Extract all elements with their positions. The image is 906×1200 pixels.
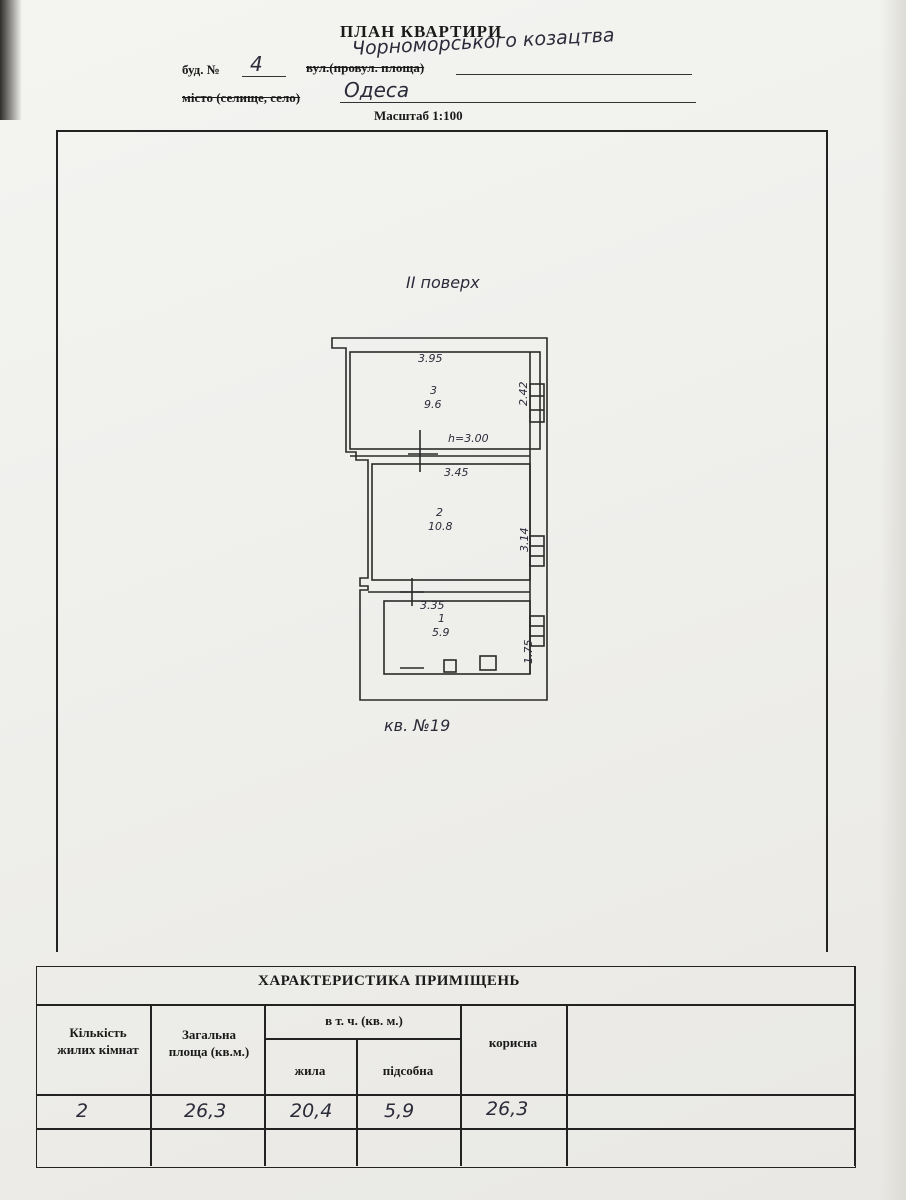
- col-living-header: жила: [294, 1063, 326, 1078]
- room2-width: 3.45: [444, 466, 469, 479]
- apartment-label: кв. №19: [384, 716, 451, 735]
- room1-width: 3.35: [420, 599, 445, 612]
- room3-area: 9.6: [424, 398, 442, 411]
- col-useful-header: корисна: [488, 1035, 538, 1050]
- room3-height: h=3.00: [448, 432, 489, 445]
- floor-label: II поверх: [406, 273, 480, 292]
- col-rooms-header: Кількість жилих кімнат: [57, 1025, 139, 1057]
- paper-edge-shadow: [880, 0, 906, 1200]
- city-value: Одеса: [344, 78, 410, 102]
- cell-total: 26,3: [184, 1100, 227, 1122]
- room3-depth: 2.42: [517, 382, 530, 407]
- city-label: місто (селище, село): [182, 90, 301, 105]
- building-label: буд. №: [182, 62, 220, 77]
- room1-number: 1: [438, 612, 445, 625]
- table-title: ХАРАКТЕРИСТИКА ПРИМІЩЕНЬ: [258, 973, 520, 989]
- room2-number: 2: [436, 506, 443, 519]
- cell-rooms: 2: [76, 1100, 89, 1122]
- plan-frame: [56, 130, 828, 952]
- room1-depth: 1.75: [522, 640, 535, 665]
- floor-plan: 3.95 3 9.6 2.42 h=3.00 3.45 2 10.8 3.14 …: [331, 337, 548, 701]
- room2-area: 10.8: [428, 520, 453, 533]
- cell-aux: 5,9: [384, 1100, 415, 1122]
- cell-useful: 26,3: [486, 1098, 529, 1120]
- building-number: 4: [250, 52, 263, 76]
- street-label: вул.(провул. площа): [306, 60, 425, 75]
- characteristics-table: [36, 966, 856, 1168]
- cell-living: 20,4: [290, 1100, 333, 1122]
- room3-width: 3.95: [418, 352, 443, 365]
- scale-label: Масштаб 1:100: [374, 108, 463, 123]
- room2-depth: 3.14: [518, 528, 531, 553]
- room3-number: 3: [430, 384, 437, 397]
- background-corner: [0, 0, 22, 120]
- doc-title: ПЛАН КВАРТИРИ: [340, 22, 503, 41]
- room1-area: 5.9: [432, 626, 450, 639]
- col-aux-header: підсобна: [382, 1063, 434, 1078]
- col-incl-header: в т. ч. (кв. м.): [325, 1013, 403, 1028]
- col-total-header: Загальна площа (кв.м.): [168, 1027, 250, 1059]
